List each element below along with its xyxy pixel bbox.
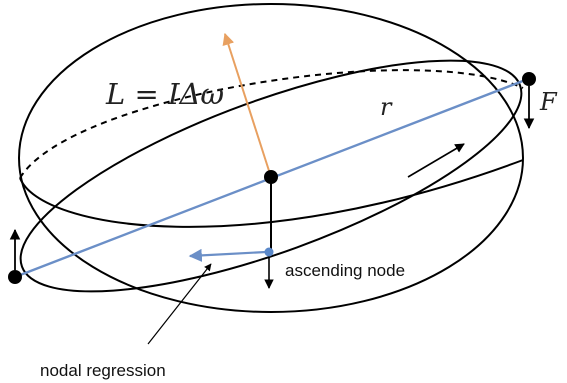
nodal-regression-pointer xyxy=(147,263,212,345)
nodal-regression-arrow xyxy=(188,248,267,262)
orbit-direction-arrow xyxy=(407,143,465,178)
orbit-ellipse xyxy=(19,59,523,293)
angular-momentum-arrow xyxy=(222,32,272,178)
left-mass xyxy=(8,270,22,284)
equator-back-dashed xyxy=(19,69,524,179)
right-mass xyxy=(522,72,536,86)
angular-momentum-label: L = IΔω xyxy=(105,77,224,111)
sphere-outline xyxy=(18,3,524,313)
ascending-node-point xyxy=(264,247,274,257)
radius-label: r xyxy=(380,93,393,121)
center-mass xyxy=(264,170,278,184)
nodal-regression-label: nodal regression xyxy=(40,361,166,380)
ascending-node-label: ascending node xyxy=(285,261,405,280)
force-label: F xyxy=(539,88,558,116)
